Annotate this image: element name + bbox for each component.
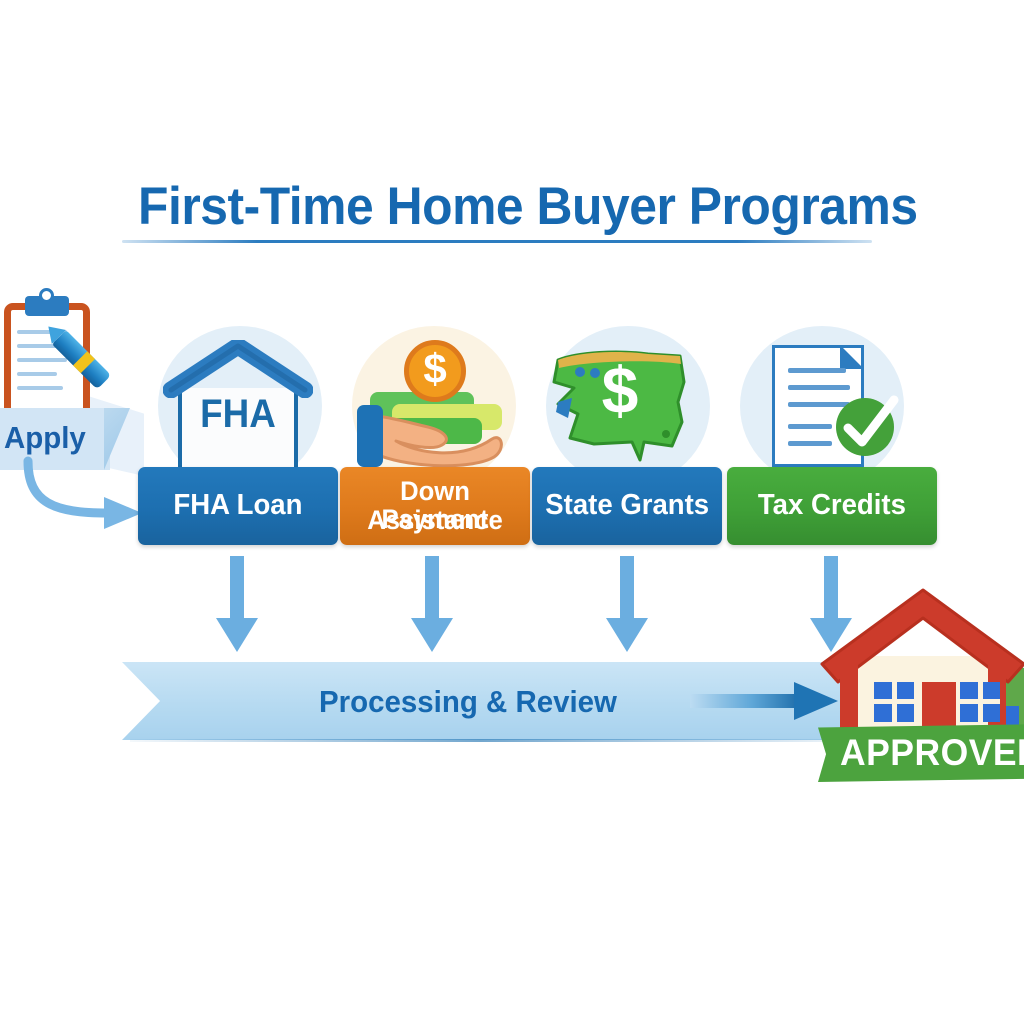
program-bar-label: FHA Loan [173, 489, 303, 522]
checkmark-icon [843, 395, 899, 447]
program-bar-tax-credits[interactable]: Tax Credits [727, 467, 937, 545]
approved-label: APPROVED [840, 732, 1024, 773]
program-bar-label-line1: Down Payment [381, 476, 489, 534]
state-dollar-label: $ [601, 353, 639, 427]
fha-icon-label: FHA [200, 392, 276, 436]
coin-dollar-label: $ [423, 345, 447, 392]
arrow-down-icon-4 [810, 556, 852, 652]
apply-label-band [0, 408, 110, 470]
status-badge [818, 724, 1024, 782]
arrow-down-icon-2 [411, 556, 453, 652]
program-bar-down-payment-assistance[interactable]: Down Payment [340, 467, 530, 545]
program-bar-state-grants[interactable]: State Grants [532, 467, 722, 545]
processing-label: Processing & Review [319, 684, 617, 719]
program-bar-label: State Grants [545, 489, 709, 522]
arrow-down-icon-1 [216, 556, 258, 652]
arrow-right-icon [690, 682, 838, 720]
title-underline [122, 240, 872, 243]
page-title: First-Time Home Buyer Programs [138, 177, 918, 236]
program-bar-label: Tax Credits [757, 489, 906, 522]
processing-banner-underline [130, 739, 830, 742]
program-bar-fha-loan[interactable]: FHA Loan [138, 467, 338, 545]
apply-label: Apply [4, 420, 86, 455]
program-bar-label-line2: Assistance [367, 505, 503, 535]
arrow-down-icon-3 [606, 556, 648, 652]
curved-arrow-right-icon [23, 456, 142, 529]
